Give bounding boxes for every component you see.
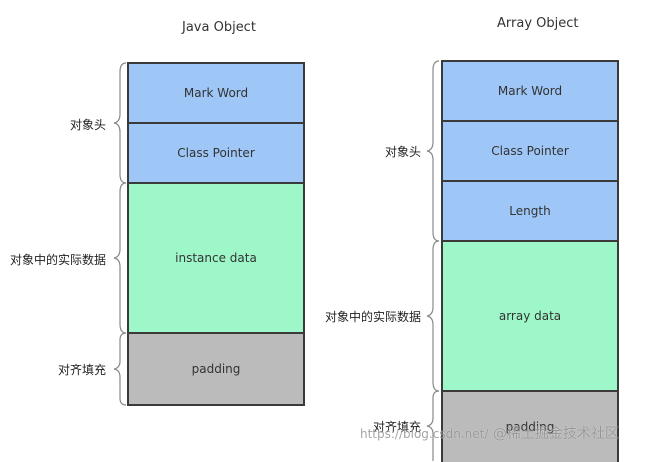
watermark: https://blog.csdn.net/ @稀土掘金技术社区 [360, 423, 619, 443]
left-mark-word-block: Mark Word [127, 62, 305, 124]
right-length-block: Length [441, 180, 619, 242]
left-class-pointer-block: Class Pointer [127, 122, 305, 184]
left-data-label: 对象中的实际数据 [9, 253, 106, 267]
right-array-data-label: array data [498, 309, 562, 323]
array-object-title: Array Object [497, 16, 579, 31]
left-padding-brace [113, 332, 127, 406]
left-header-brace [113, 62, 127, 184]
right-data-label: 对象中的实际数据 [324, 310, 421, 324]
right-padding-label-text: 对齐填充 [372, 420, 421, 434]
array-object-layout: Mark Word Class Pointer Length array dat… [441, 60, 619, 462]
java-object-layout: Mark Word Class Pointer instance data pa… [127, 62, 305, 406]
left-data-brace [113, 182, 127, 334]
right-class-pointer-label: Class Pointer [491, 144, 569, 158]
watermark-text: @稀土掘金技术社区 [492, 426, 619, 442]
left-padding-label-text: 对齐填充 [57, 363, 106, 377]
left-padding-block: padding [127, 332, 305, 406]
right-array-data-block: array data [441, 240, 619, 392]
right-mark-word-block: Mark Word [441, 60, 619, 122]
left-header-label: 对象头 [69, 118, 106, 132]
left-mark-word-label: Mark Word [183, 86, 249, 100]
left-instance-data-block: instance data [127, 182, 305, 334]
right-mark-word-label: Mark Word [497, 84, 563, 98]
right-padding-label: padding [505, 420, 555, 434]
right-padding-block: padding [441, 390, 619, 462]
left-class-pointer-label: Class Pointer [177, 146, 255, 160]
java-object-title: Java Object [182, 20, 256, 35]
right-class-pointer-block: Class Pointer [441, 120, 619, 182]
right-length-label: Length [509, 204, 551, 218]
left-instance-data-label: instance data [175, 251, 257, 265]
right-header-label: 对象头 [384, 145, 421, 159]
watermark-url: https://blog.csdn.net/ [360, 427, 489, 441]
right-header-brace [426, 60, 440, 242]
right-padding-brace [426, 390, 440, 461]
right-data-brace [426, 240, 440, 392]
left-padding-label: padding [191, 362, 241, 376]
